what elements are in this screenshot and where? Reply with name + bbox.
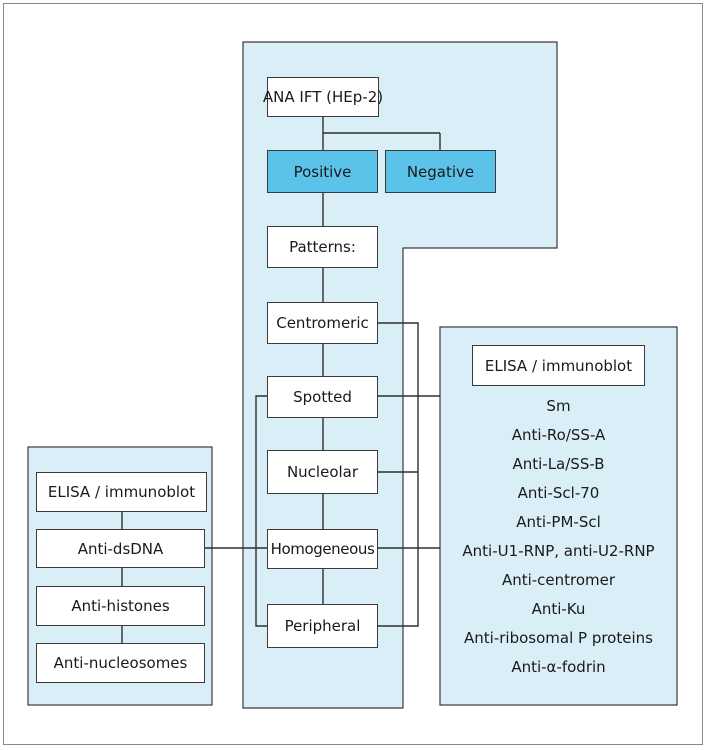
left-item-anti-dsdna: Anti-dsDNA — [36, 529, 205, 568]
root-test-box: ANA IFT (HEp-2) — [263, 77, 383, 117]
pattern-peripheral: Peripheral — [267, 604, 378, 648]
connector-left-bracket — [255, 395, 268, 627]
right-header-box: ELISA / immunoblot — [472, 345, 645, 386]
antibody-item: Anti-centromer — [501, 571, 616, 589]
antibody-item: Sm — [546, 397, 571, 415]
antibody-item: Anti-α-fodrin — [511, 658, 606, 676]
left-header-box: ELISA / immunoblot — [36, 472, 207, 512]
antibody-item: Anti-Ro/SS-A — [511, 426, 606, 444]
left-item-anti-nucleosomes: Anti-nucleosomes — [36, 643, 205, 683]
figure-frame — [3, 3, 703, 745]
pattern-centromeric: Centromeric — [267, 302, 378, 344]
patterns-header-box: Patterns: — [267, 226, 378, 268]
antibody-item: Anti-Scl-70 — [517, 484, 600, 502]
antibody-item: Anti-ribosomal P proteins — [464, 629, 653, 647]
negative-box: Negative — [385, 150, 496, 193]
right-antibody-list: Sm Anti-Ro/SS-A Anti-La/SS-B Anti-Scl-70… — [440, 392, 677, 682]
connector-right-bracket — [378, 322, 440, 627]
antibody-item: Anti-Ku — [531, 600, 586, 618]
pattern-nucleolar: Nucleolar — [267, 450, 378, 494]
right-panel — [439, 326, 678, 706]
pattern-homogeneous: Homogeneous — [267, 529, 378, 569]
positive-box: Positive — [267, 150, 378, 193]
antibody-item: Anti-PM-Scl — [516, 513, 601, 531]
antibody-item: Anti-U1-RNP, anti-U2-RNP — [462, 542, 655, 560]
connector-root-split — [322, 117, 441, 150]
left-item-anti-histones: Anti-histones — [36, 586, 205, 626]
pattern-spotted: Spotted — [267, 376, 378, 418]
antibody-item: Anti-La/SS-B — [512, 455, 605, 473]
